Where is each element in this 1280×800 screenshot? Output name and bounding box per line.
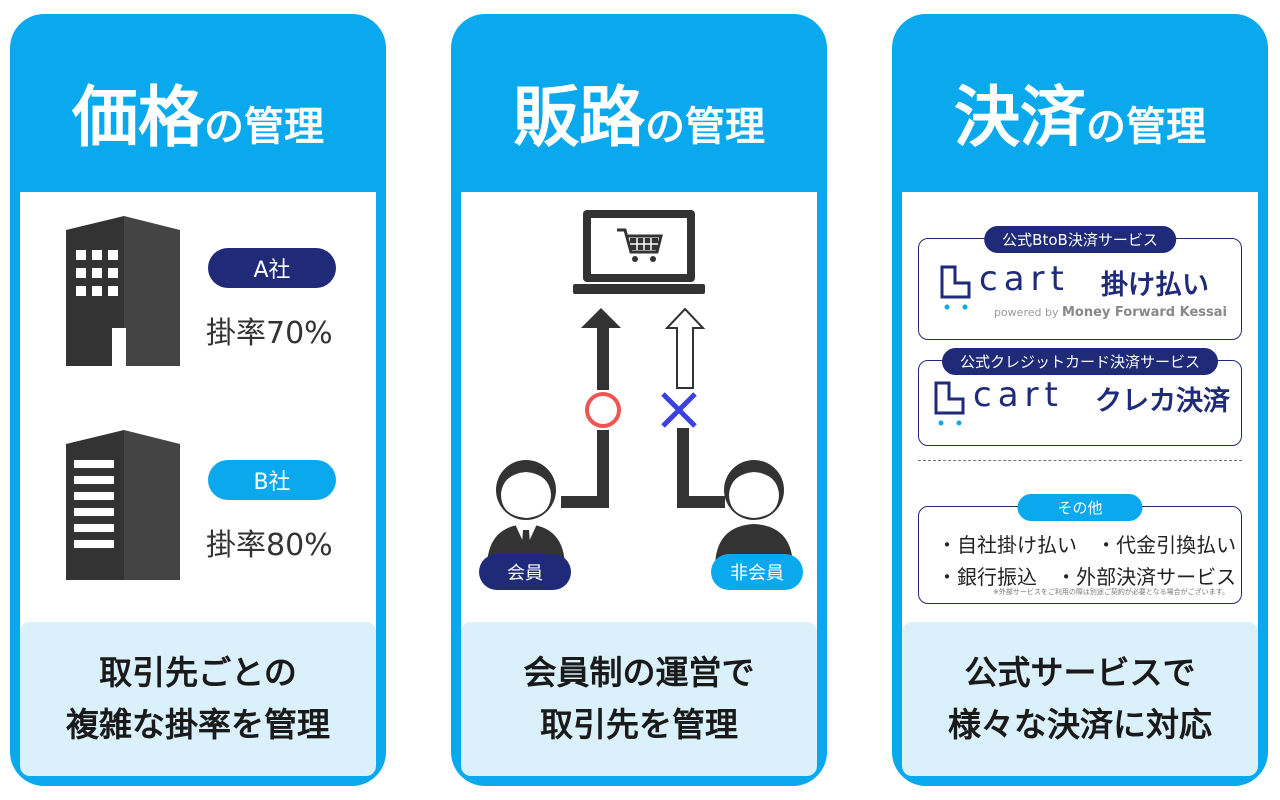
nonmember-badge: 非会員 — [711, 554, 803, 590]
service-name: 掛け払い — [1101, 270, 1209, 301]
card-title: 販路の管理 — [451, 64, 827, 160]
powered-by-brand: Money Forward Kessai — [1061, 305, 1227, 320]
price-management-card: 価格の管理 A社 掛率70% — [10, 14, 386, 786]
powered-by-label: powered by — [993, 306, 1059, 319]
office-building-striped-icon — [66, 430, 180, 580]
caption-line-1: 会員制の運営で — [523, 653, 755, 692]
other-methods-row: ・自社掛け払い ・代金引換払い — [937, 529, 1236, 558]
caption-box: 取引先ごとの 複雑な掛率を管理 — [20, 622, 376, 776]
method-item: ・銀行振込 — [937, 565, 1037, 589]
office-building-icon — [66, 216, 180, 366]
allowed-circle-icon — [583, 390, 623, 430]
card-title-main: 販路 — [513, 79, 645, 156]
service-tag: その他 — [1017, 494, 1143, 521]
bcart-logo-icon — [934, 381, 965, 426]
card-title: 決済の管理 — [892, 64, 1268, 160]
other-payment-methods: その他 ・自社掛け払い ・代金引換払い ・銀行振込 ・外部決済サービス ※外部サ… — [918, 494, 1242, 604]
company-badge-b: B社 — [208, 460, 336, 500]
card-title-main: 価格 — [72, 79, 204, 156]
card-title-sub: の管理 — [1086, 104, 1206, 150]
btob-payment-service: 公式BtoB決済サービス cart 掛け払い powered by Money … — [918, 226, 1242, 340]
caption-box: 会員制の運営で 取引先を管理 — [461, 622, 817, 776]
company-badge-a: A社 — [208, 248, 336, 288]
shopping-cart-icon — [617, 228, 663, 262]
service-tag: 公式クレジットカード決済サービス — [941, 348, 1219, 375]
other-methods-row: ・銀行振込 ・外部決済サービス — [937, 561, 1236, 590]
card-title: 価格の管理 — [10, 64, 386, 160]
caption-box: 公式サービスで 様々な決済に対応 — [902, 622, 1258, 776]
method-item: ・自社掛け払い — [937, 533, 1077, 557]
company-rate-a: 掛率70% — [206, 316, 333, 351]
section-divider — [918, 460, 1242, 461]
brand-word: cart — [979, 259, 1070, 299]
payment-management-card: 決済の管理 公式BtoB決済サービス cart 掛け払い powered by … — [892, 14, 1268, 786]
caption-line-2: 複雑な掛率を管理 — [66, 705, 330, 744]
member-access-arrow — [561, 308, 621, 508]
powered-by-text: powered by Money Forward Kessai — [994, 305, 1227, 320]
caption-line-1: 取引先ごとの — [99, 653, 297, 692]
brand-word: cart — [973, 375, 1064, 415]
blocked-cross-icon — [661, 392, 697, 428]
caption-line-1: 公式サービスで — [964, 653, 1196, 692]
bcart-logo-icon — [940, 265, 971, 310]
card-title-sub: の管理 — [645, 104, 765, 150]
member-badge: 会員 — [479, 554, 571, 590]
credit-card-payment-service: 公式クレジットカード決済サービス cart クレカ決済 — [918, 348, 1242, 446]
card-title-sub: の管理 — [204, 104, 324, 150]
card-title-main: 決済 — [954, 79, 1086, 156]
service-name: クレカ決済 — [1095, 386, 1230, 417]
laptop-icon — [573, 210, 705, 294]
service-tag: 公式BtoB決済サービス — [984, 226, 1176, 253]
method-item: ・外部決済サービス — [1056, 565, 1237, 589]
caption-line-2: 様々な決済に対応 — [948, 705, 1212, 744]
caption-line-2: 取引先を管理 — [540, 705, 738, 744]
sales-channel-card: 販路の管理 — [451, 14, 827, 786]
nonmember-person-icon — [715, 460, 793, 568]
method-item: ・代金引換払い — [1096, 533, 1237, 557]
member-person-icon — [487, 460, 565, 568]
nonmember-blocked-arrow — [665, 308, 725, 508]
footnote: ※外部サービスをご利用の際は別途ご契約が必要となる場合がございます。 — [993, 588, 1229, 596]
company-rate-b: 掛率80% — [206, 528, 333, 563]
